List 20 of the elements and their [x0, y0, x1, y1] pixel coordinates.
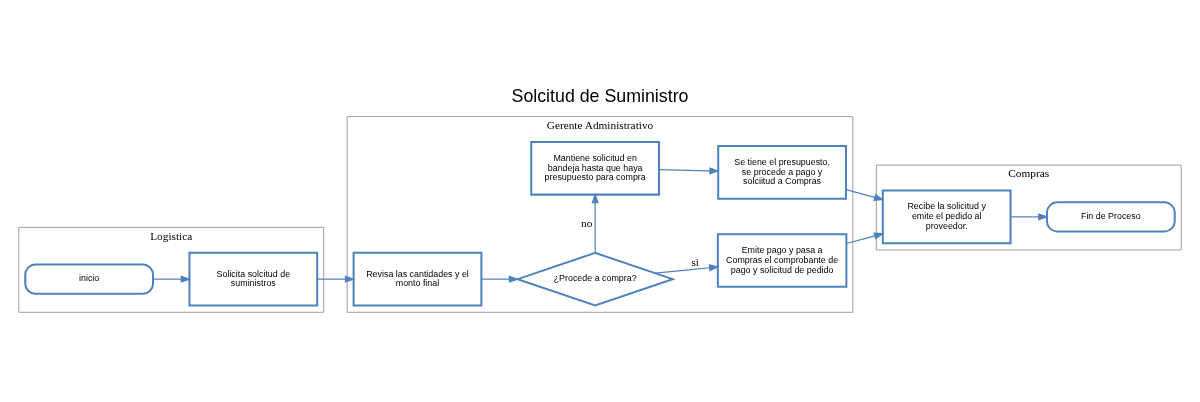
edge-label: no	[581, 216, 593, 229]
arrow	[658, 166, 720, 174]
arrow	[846, 232, 885, 244]
node-box: Solicita solcitud de suministros	[188, 251, 319, 306]
node-box: Recibe la solicitud y emite el pedido al proveedor.	[881, 189, 1012, 244]
arrow	[1010, 212, 1049, 221]
diagram-title: Solcitud de Suministro	[511, 85, 689, 106]
node-box: Se tiene el presupuesto, se procede a pago y solciitud a Compras	[717, 144, 847, 200]
arrow	[316, 274, 356, 283]
edge-label: si	[691, 255, 699, 268]
arrow	[152, 274, 192, 283]
node-box: Revisa las cantidades y el monto final	[352, 251, 483, 306]
node-box: inicio	[24, 263, 155, 295]
arrow	[845, 188, 885, 201]
arrow	[481, 274, 520, 283]
node-box: Mantiene solicitud en bandeja hasta que haya presupuesto para compra	[530, 140, 661, 196]
node-box: Emite pago y pasa a Compras el comprobante de pago y solicitud de pedido	[716, 232, 848, 288]
node-box: Fin de Proceso	[1045, 200, 1176, 232]
arrow	[654, 263, 720, 274]
arrow	[591, 192, 599, 253]
